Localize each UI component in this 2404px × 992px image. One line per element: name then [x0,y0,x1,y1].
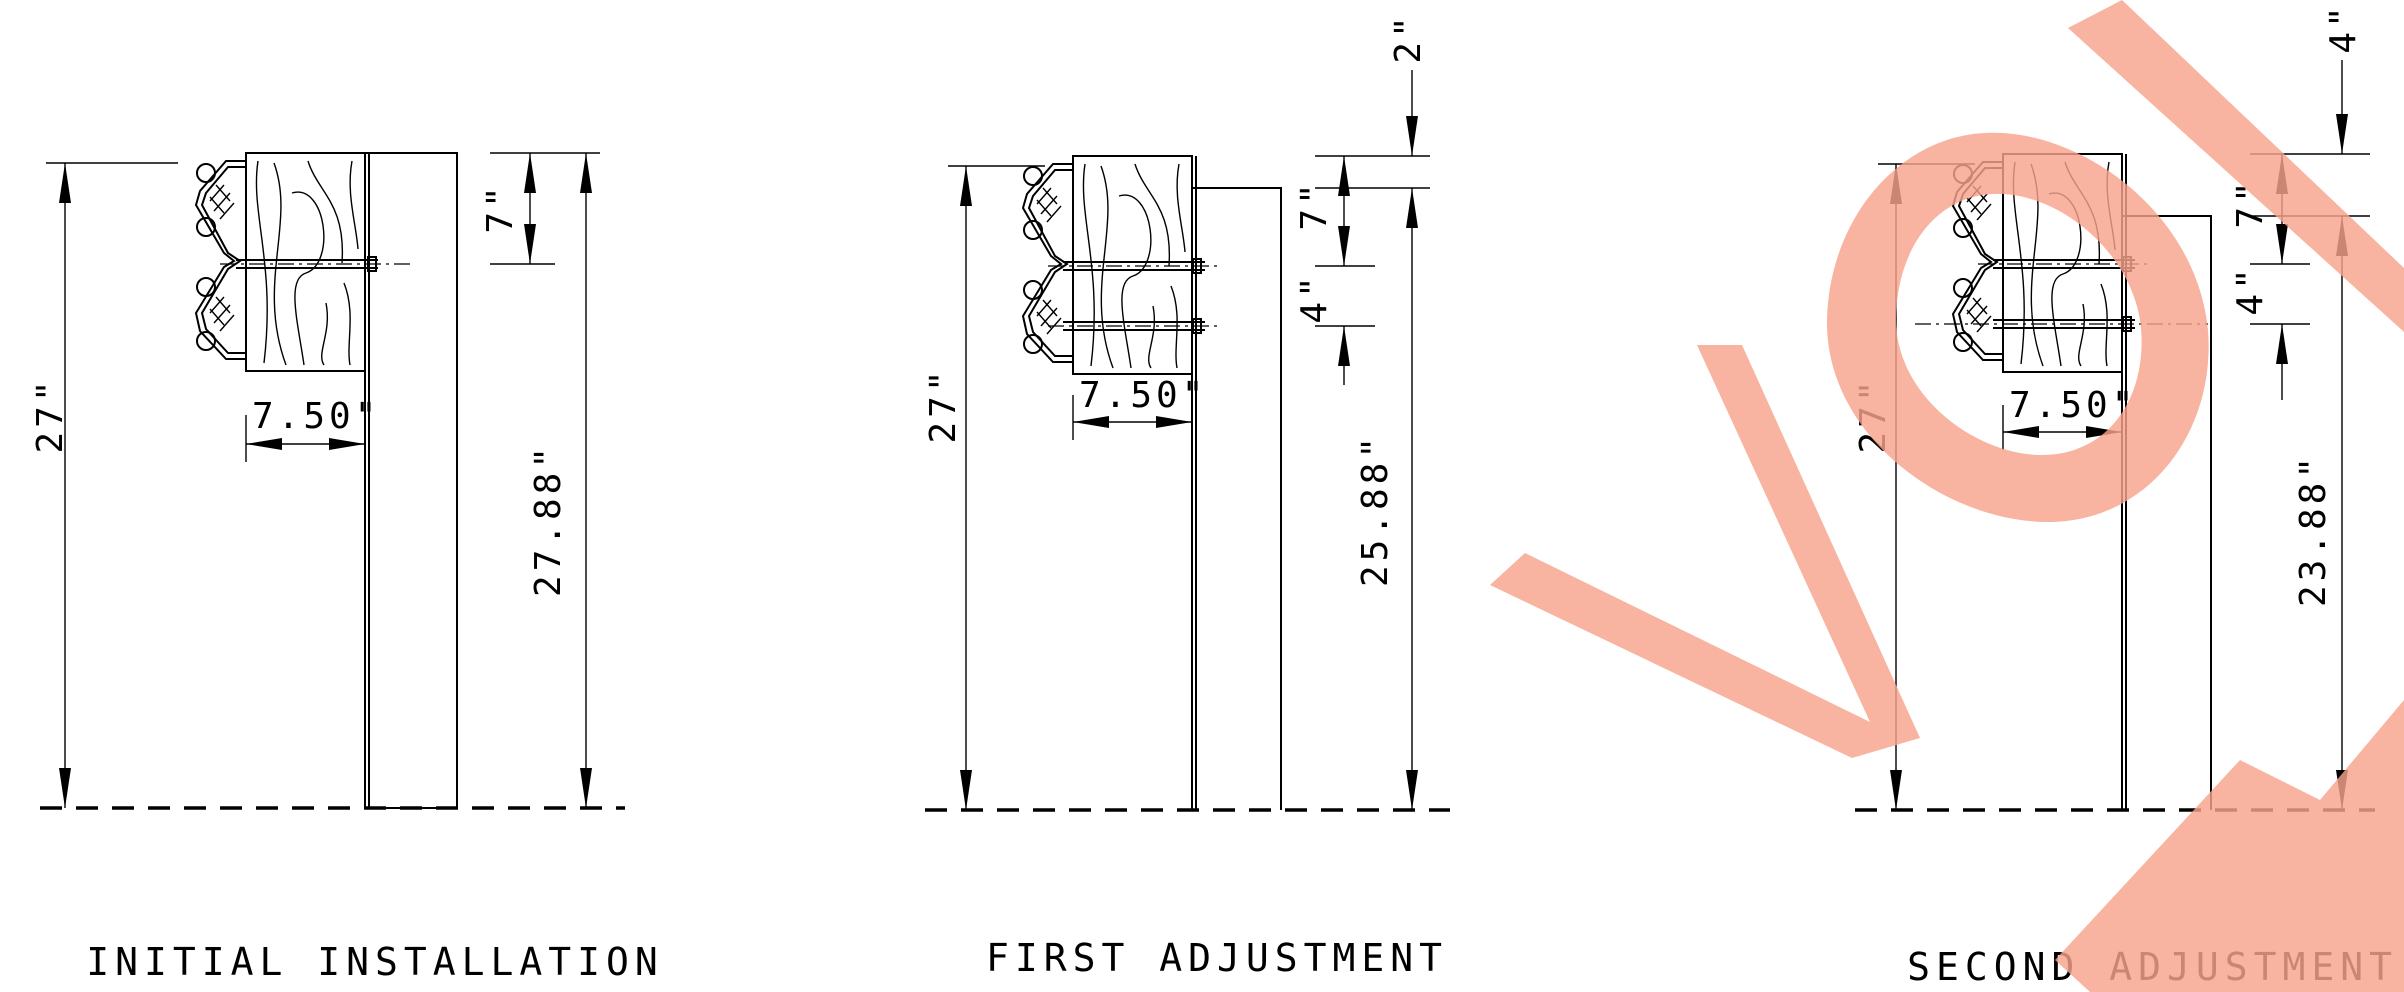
left-height-label: 27" [923,366,964,443]
caption: FIRST ADJUSTMENT [986,936,1448,980]
post-height-label: 23.88" [2293,453,2334,607]
spacing-top-label: 7" [1294,179,1335,230]
caption: INITIAL INSTALLATION [86,940,664,984]
spacing-top-label: 7" [480,182,521,233]
post [1191,187,1282,810]
offset-label: 7.50" [2009,385,2137,426]
spacer-block [245,152,366,372]
post [2121,215,2212,810]
offset-label: 7.50" [252,396,380,437]
post [364,152,458,809]
raise-label: 4" [2323,2,2364,53]
view-initial-installation: 27" 7.50" 7" 27.88" INITIAL INSTALLATION [30,152,664,984]
spacing-bolt-label: 4" [1294,272,1335,323]
left-height-label: 27" [30,376,71,453]
void-watermark [1490,0,2404,992]
post-height-label: 27.88" [528,443,569,597]
post-height-label: 25.88" [1355,433,1396,587]
raise-label: 2" [1388,12,1429,63]
view-first-adjustment: 27" 7.50" 2" 7" 4" 25.88" FIRST ADJUSTME… [923,12,1450,980]
spacing-bolt-label: 4" [2230,264,2271,315]
offset-label: 7.50" [1079,375,1207,416]
